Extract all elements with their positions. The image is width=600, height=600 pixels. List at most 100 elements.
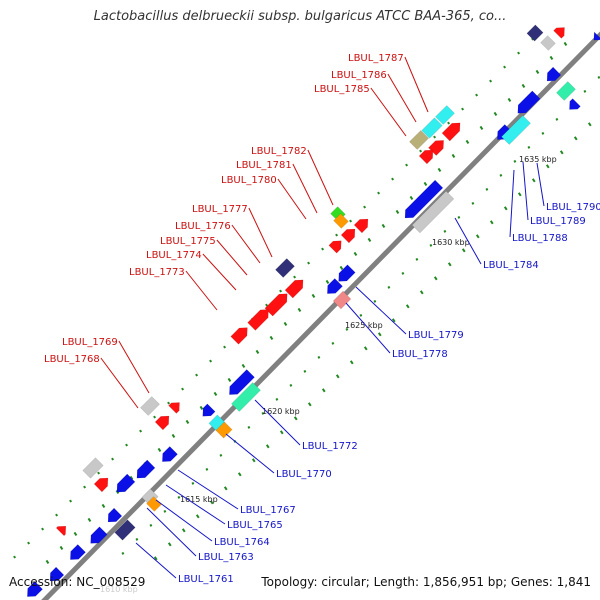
gene-label[interactable]: LBUL_1772 bbox=[302, 441, 358, 452]
gene-glyph[interactable] bbox=[335, 264, 356, 286]
gene-glyph[interactable] bbox=[435, 105, 455, 125]
gene-label[interactable]: LBUL_1788 bbox=[512, 233, 568, 244]
tick-dash bbox=[209, 500, 214, 505]
gene-glyph[interactable] bbox=[104, 507, 123, 526]
gene-glyph[interactable] bbox=[199, 403, 216, 420]
tick-dash bbox=[573, 136, 578, 141]
gene-label[interactable]: LBUL_1776 bbox=[175, 221, 231, 232]
gene-glyph[interactable] bbox=[93, 474, 112, 493]
gene-label[interactable]: LBUL_1777 bbox=[192, 204, 248, 215]
gene-glyph[interactable] bbox=[501, 115, 531, 145]
tick-dash bbox=[335, 374, 340, 379]
gene-glyph[interactable] bbox=[441, 119, 464, 142]
gene-label[interactable]: LBUL_1789 bbox=[530, 216, 586, 227]
gene-glyph[interactable] bbox=[230, 324, 252, 345]
gene-label[interactable]: LBUL_1768 bbox=[44, 354, 100, 365]
leader-line bbox=[522, 161, 529, 221]
gene-glyph[interactable] bbox=[23, 581, 43, 600]
gene-glyph[interactable] bbox=[553, 24, 569, 39]
gene-label[interactable]: LBUL_1784 bbox=[483, 260, 539, 271]
tick-dash bbox=[251, 458, 256, 463]
gene-label[interactable]: LBUL_1778 bbox=[392, 349, 448, 360]
tick-dash bbox=[219, 453, 223, 457]
gene-glyph[interactable] bbox=[333, 213, 349, 229]
tick-dash bbox=[549, 55, 554, 61]
gene-glyph[interactable] bbox=[215, 421, 233, 439]
gene-glyph[interactable] bbox=[514, 90, 541, 117]
tick-dash bbox=[279, 430, 284, 435]
gene-glyph[interactable] bbox=[113, 473, 136, 496]
tick-dash bbox=[507, 97, 512, 103]
tick-dash bbox=[443, 229, 447, 233]
gene-label[interactable]: LBUL_1779 bbox=[408, 330, 464, 341]
gene-glyph[interactable] bbox=[226, 369, 255, 399]
gene-glyph[interactable] bbox=[46, 566, 65, 585]
tick-dash bbox=[181, 528, 186, 533]
gene-label[interactable]: LBUL_1785 bbox=[314, 84, 370, 95]
gene-label[interactable]: LBUL_1770 bbox=[276, 469, 332, 480]
gene-label[interactable]: LBUL_1769 bbox=[62, 337, 118, 348]
gene-label[interactable]: LBUL_1765 bbox=[227, 520, 283, 531]
tick-dash bbox=[563, 41, 568, 47]
gene-label[interactable]: LBUL_1781 bbox=[236, 160, 292, 171]
gene-glyph[interactable] bbox=[409, 130, 429, 150]
tick-dash bbox=[391, 318, 396, 323]
gene-label[interactable]: LBUL_1786 bbox=[331, 70, 387, 81]
gene-glyph[interactable] bbox=[114, 519, 136, 541]
gene-glyph[interactable] bbox=[87, 526, 108, 548]
gene-label[interactable]: LBUL_1767 bbox=[240, 505, 296, 516]
gene-glyph[interactable] bbox=[264, 290, 291, 317]
gene-glyph[interactable] bbox=[428, 136, 447, 156]
gene-label[interactable]: LBUL_1763 bbox=[198, 552, 254, 563]
gene-label[interactable]: LBUL_1773 bbox=[129, 267, 185, 278]
gene-glyph[interactable] bbox=[66, 544, 86, 563]
gene-glyph[interactable] bbox=[340, 225, 359, 244]
gene-glyph[interactable] bbox=[82, 457, 104, 479]
tick-dash bbox=[401, 271, 405, 275]
tick-dash bbox=[405, 304, 410, 309]
gene-glyph[interactable] bbox=[411, 190, 455, 234]
gene-glyph[interactable] bbox=[158, 446, 178, 465]
leader-line bbox=[118, 340, 150, 394]
gene-glyph[interactable] bbox=[353, 215, 372, 234]
gene-glyph[interactable] bbox=[247, 306, 273, 331]
gene-label[interactable]: LBUL_1775 bbox=[160, 236, 216, 247]
tick-dash bbox=[223, 486, 228, 491]
gene-glyph[interactable] bbox=[154, 412, 173, 431]
gene-glyph[interactable] bbox=[543, 66, 562, 85]
gene-glyph[interactable] bbox=[566, 98, 581, 114]
gene-glyph[interactable] bbox=[323, 278, 343, 297]
gene-label[interactable]: LBUL_1761 bbox=[178, 574, 234, 585]
tick-dash bbox=[101, 503, 106, 509]
gene-label[interactable]: LBUL_1764 bbox=[214, 537, 270, 548]
gene-glyph[interactable] bbox=[141, 488, 159, 506]
tick-dash bbox=[409, 195, 414, 201]
gene-glyph[interactable] bbox=[418, 146, 437, 165]
gene-glyph[interactable] bbox=[133, 459, 156, 482]
gene-label[interactable]: LBUL_1787 bbox=[348, 53, 404, 64]
gene-glyph[interactable] bbox=[328, 237, 345, 254]
gene-glyph[interactable] bbox=[526, 24, 544, 42]
gene-glyph[interactable] bbox=[140, 396, 160, 416]
tick-dash bbox=[321, 247, 324, 251]
gene-glyph[interactable] bbox=[421, 117, 443, 139]
gene-label[interactable]: LBUL_1782 bbox=[251, 146, 307, 157]
gene-glyph[interactable] bbox=[231, 382, 261, 412]
leader-line bbox=[345, 302, 391, 354]
gene-glyph[interactable] bbox=[401, 179, 444, 222]
gene-glyph[interactable] bbox=[556, 81, 576, 101]
tick-dash bbox=[451, 153, 456, 159]
tick-dash bbox=[381, 223, 386, 229]
gene-glyph[interactable] bbox=[55, 522, 69, 537]
gene-label[interactable]: LBUL_1774 bbox=[146, 250, 202, 261]
gene-glyph[interactable] bbox=[540, 35, 556, 51]
tick-dash bbox=[363, 346, 368, 351]
gene-label[interactable]: LBUL_1780 bbox=[221, 175, 277, 186]
gene-glyph[interactable] bbox=[332, 290, 352, 310]
gene-glyph[interactable] bbox=[284, 276, 307, 299]
gene-glyph[interactable] bbox=[168, 399, 184, 414]
accession-text: Accession: NC_008529 bbox=[9, 575, 146, 589]
gene-label[interactable]: LBUL_1790 bbox=[546, 202, 600, 213]
tick-dash bbox=[293, 416, 298, 421]
gene-glyph[interactable] bbox=[275, 258, 295, 278]
